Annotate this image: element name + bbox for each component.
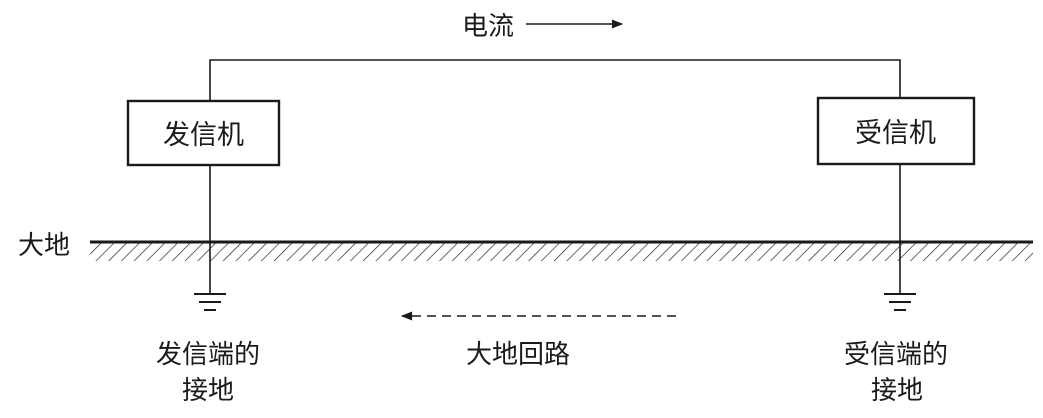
receiver-label: 受信机 [855,118,936,149]
overhead-wire [209,59,901,101]
receiver-ground-label-line1: 受信端的 [844,340,948,370]
transmitter-ground-symbol-icon [194,293,226,311]
transmitter-ground-label-line2: 接地 [182,376,234,406]
transmitter-label: 发信机 [163,120,244,151]
ground-hatch [90,242,1033,261]
receiver-box: 受信机 [816,96,976,166]
receiver-ground-label-line2: 接地 [871,376,923,406]
ground-label: 大地 [18,231,70,261]
transmitter-box: 发信机 [126,99,281,167]
receiver-ground-symbol-icon [884,293,916,311]
current-label: 电流 [462,12,514,42]
earth-return-label: 大地回路 [466,340,570,370]
transmitter-ground-label-line1: 发信端的 [156,340,260,370]
